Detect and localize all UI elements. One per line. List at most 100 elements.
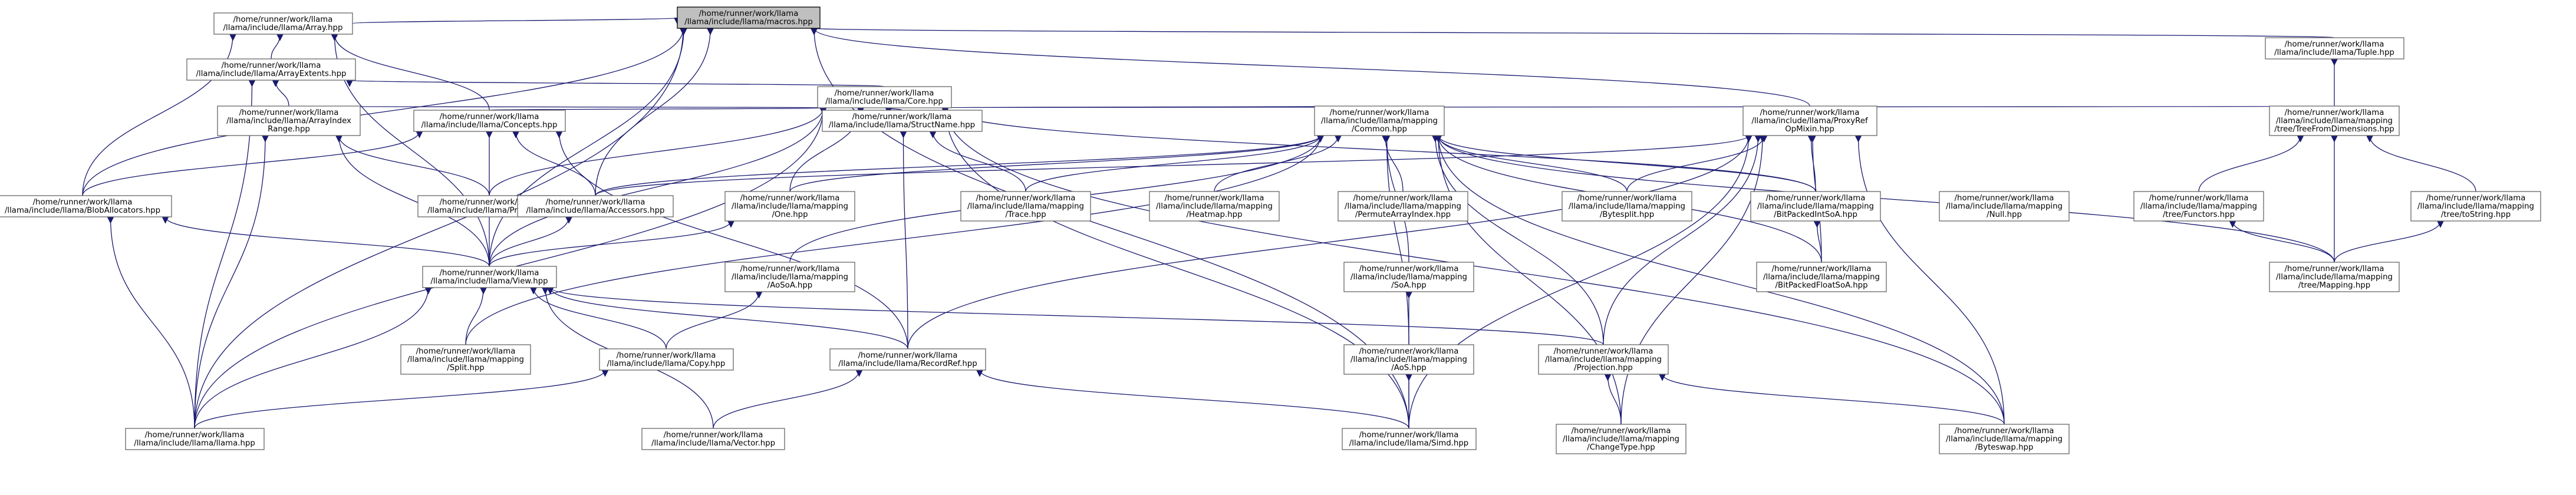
node-label-line: /llama/include/llama/Core.hpp	[825, 97, 943, 106]
file-node-aosoa[interactable]: /home/runner/work/llama/llama/include/ll…	[724, 262, 855, 292]
node-label-line: /llama/include/llama/mapping	[407, 355, 524, 364]
node-box	[1742, 105, 1877, 136]
node-label-line: /home/runner/work/llama	[233, 15, 333, 24]
file-node-copy[interactable]: /home/runner/work/llama/llama/include/ll…	[599, 348, 734, 371]
node-label-line: /home/runner/work/llama	[858, 351, 958, 360]
node-label-line: /home/runner/work/llama	[1330, 108, 1429, 117]
node-label-line: /llama/include/llama/mapping	[1321, 117, 1438, 126]
include-edge-aos-to-common	[1383, 135, 1409, 345]
include-edge-blobs-to-array	[82, 34, 236, 196]
include-edge-simd-to-core	[941, 107, 1409, 429]
include-edge-projection-to-view	[546, 287, 1604, 345]
include-edge-accessors-to-concepts	[512, 131, 596, 196]
node-box	[2410, 191, 2541, 222]
include-edge-bytesplit-to-proxyref	[1626, 135, 1768, 192]
include-edge-recordref-to-concepts	[555, 131, 908, 349]
file-node-arrayindexrange[interactable]: /home/runner/work/llama/llama/include/ll…	[217, 105, 361, 136]
include-edge-concepts-to-core	[489, 107, 827, 115]
node-label-line: /home/runner/work/llama	[222, 61, 321, 70]
node-box	[1562, 191, 1692, 222]
node-label-line: /llama/include/llama/BlobAllocators.hpp	[5, 206, 160, 215]
node-label-line: /llama/include/llama/mapping	[1350, 273, 1467, 282]
file-node-tostring[interactable]: /home/runner/work/llama/llama/include/ll…	[2410, 191, 2541, 222]
node-label-line: /tree/toString.hpp	[2441, 210, 2511, 219]
node-box	[822, 110, 983, 132]
file-node-null[interactable]: /home/runner/work/llama/llama/include/ll…	[1939, 191, 2070, 222]
include-edge-core-to-arrayextents	[346, 80, 885, 87]
node-label-line: /tree/Functors.hpp	[2163, 210, 2235, 219]
file-node-vector[interactable]: /home/runner/work/llama/llama/include/ll…	[641, 428, 785, 450]
file-node-simd[interactable]: /home/runner/work/llama/llama/include/ll…	[1342, 428, 1477, 450]
file-node-bitpackedfloat[interactable]: /home/runner/work/llama/llama/include/ll…	[1756, 262, 1887, 292]
node-label-line: /home/runner/work/llama	[2285, 40, 2384, 49]
file-node-functors[interactable]: /home/runner/work/llama/llama/include/ll…	[2133, 191, 2264, 222]
file-node-treefromdims[interactable]: /home/runner/work/llama/llama/include/ll…	[2269, 105, 2400, 136]
include-edge-changetype-to-projection	[1604, 374, 1622, 425]
node-box	[2133, 191, 2264, 222]
file-node-array[interactable]: /home/runner/work/llama/llama/include/ll…	[213, 12, 353, 35]
file-node-tuple[interactable]: /home/runner/work/llama/llama/include/ll…	[2265, 37, 2404, 60]
file-node-proxyref[interactable]: /home/runner/work/llama/llama/include/ll…	[1742, 105, 1877, 136]
include-edge-projection-to-proxyref	[1603, 135, 1762, 345]
node-label-line: /llama/include/llama/Copy.hpp	[607, 359, 726, 368]
include-edge-copy-to-aosoa	[666, 291, 763, 349]
file-node-projection[interactable]: /home/runner/work/llama/llama/include/ll…	[1538, 344, 1669, 375]
node-label-line: /llama/include/llama/mapping	[2140, 202, 2257, 211]
node-box	[1750, 191, 1881, 222]
include-edge-byteswap-to-common	[1435, 135, 2005, 425]
edge-layer	[82, 17, 2476, 429]
file-node-macros[interactable]: /home/runner/work/llama/llama/include/ll…	[677, 6, 821, 29]
file-node-permute[interactable]: /home/runner/work/llama/llama/include/ll…	[1338, 191, 1468, 222]
include-edge-view-to-one	[489, 220, 734, 267]
node-label-line: /home/runner/work/llama	[835, 89, 934, 98]
file-node-byteswap[interactable]: /home/runner/work/llama/llama/include/ll…	[1939, 424, 2070, 454]
file-node-accessors[interactable]: /home/runner/work/llama/llama/include/ll…	[517, 195, 674, 217]
node-label-line: /home/runner/work/llama	[699, 9, 799, 18]
file-node-heatmap[interactable]: /home/runner/work/llama/llama/include/ll…	[1149, 191, 1280, 222]
file-node-soa[interactable]: /home/runner/work/llama/llama/include/ll…	[1343, 262, 1474, 292]
file-node-llama[interactable]: /home/runner/work/llama/llama/include/ll…	[125, 428, 265, 450]
node-label-line: /home/runner/work/llama	[1353, 194, 1453, 203]
node-box	[1342, 428, 1477, 450]
node-label-line: /Common.hpp	[1352, 125, 1407, 134]
file-node-concepts[interactable]: /home/runner/work/llama/llama/include/ll…	[413, 110, 566, 132]
file-node-one[interactable]: /home/runner/work/llama/llama/include/ll…	[724, 191, 855, 222]
include-edge-bitpackedint-to-common	[1435, 135, 1816, 192]
include-edge-split-to-common	[465, 135, 1324, 345]
file-node-blobs[interactable]: /home/runner/work/llama/llama/include/ll…	[0, 195, 172, 217]
file-node-treemapping[interactable]: /home/runner/work/llama/llama/include/ll…	[2269, 262, 2400, 292]
node-label-line: /home/runner/work/llama	[1165, 194, 1264, 203]
node-label-line: /home/runner/work/llama	[2149, 194, 2249, 203]
node-label-line: /Trace.hpp	[1005, 210, 1046, 219]
node-label-line: /Split.hpp	[447, 364, 485, 372]
file-node-changetype[interactable]: /home/runner/work/llama/llama/include/ll…	[1556, 424, 1686, 454]
file-node-bitpackedint[interactable]: /home/runner/work/llama/llama/include/ll…	[1750, 191, 1881, 222]
include-edge-recordref-to-structname	[900, 131, 908, 349]
include-edge-llama-to-macros	[194, 28, 687, 429]
node-label-line: /home/runner/work/llama	[1760, 108, 1860, 117]
include-edge-permute-to-common	[1382, 135, 1404, 192]
node-label-line: OpMixin.hpp	[1785, 125, 1834, 134]
include-edge-llama-to-arrayextents	[194, 80, 256, 429]
file-node-structname[interactable]: /home/runner/work/llama/llama/include/ll…	[822, 110, 983, 132]
file-node-recordref[interactable]: /home/runner/work/llama/llama/include/ll…	[829, 348, 986, 371]
node-label-line: /llama/include/llama/mapping	[2417, 202, 2534, 211]
file-node-split[interactable]: /home/runner/work/llama/llama/include/ll…	[400, 344, 531, 375]
node-label-line: /llama/include/llama/llama.hpp	[134, 439, 255, 448]
file-node-aos[interactable]: /home/runner/work/llama/llama/include/ll…	[1343, 344, 1474, 375]
include-edge-arrayindexrange-to-arrayextents	[272, 80, 289, 107]
file-node-bytesplit[interactable]: /home/runner/work/llama/llama/include/ll…	[1562, 191, 1692, 222]
file-node-trace[interactable]: /home/runner/work/llama/llama/include/ll…	[960, 191, 1091, 222]
node-box	[217, 105, 361, 136]
file-node-core[interactable]: /home/runner/work/llama/llama/include/ll…	[817, 86, 952, 108]
node-box	[422, 266, 557, 288]
include-edge-one-to-common	[789, 135, 1324, 192]
file-node-common[interactable]: /home/runner/work/llama/llama/include/ll…	[1314, 105, 1445, 136]
node-label-line: /BitPackedIntSoA.hpp	[1774, 210, 1857, 219]
node-box	[677, 6, 821, 29]
include-edge-view-to-blobs	[162, 216, 490, 267]
file-node-view[interactable]: /home/runner/work/llama/llama/include/ll…	[422, 266, 557, 288]
include-edge-llama-to-arrayindexrange	[194, 135, 269, 429]
file-node-arrayextents[interactable]: /home/runner/work/llama/llama/include/ll…	[186, 58, 356, 81]
